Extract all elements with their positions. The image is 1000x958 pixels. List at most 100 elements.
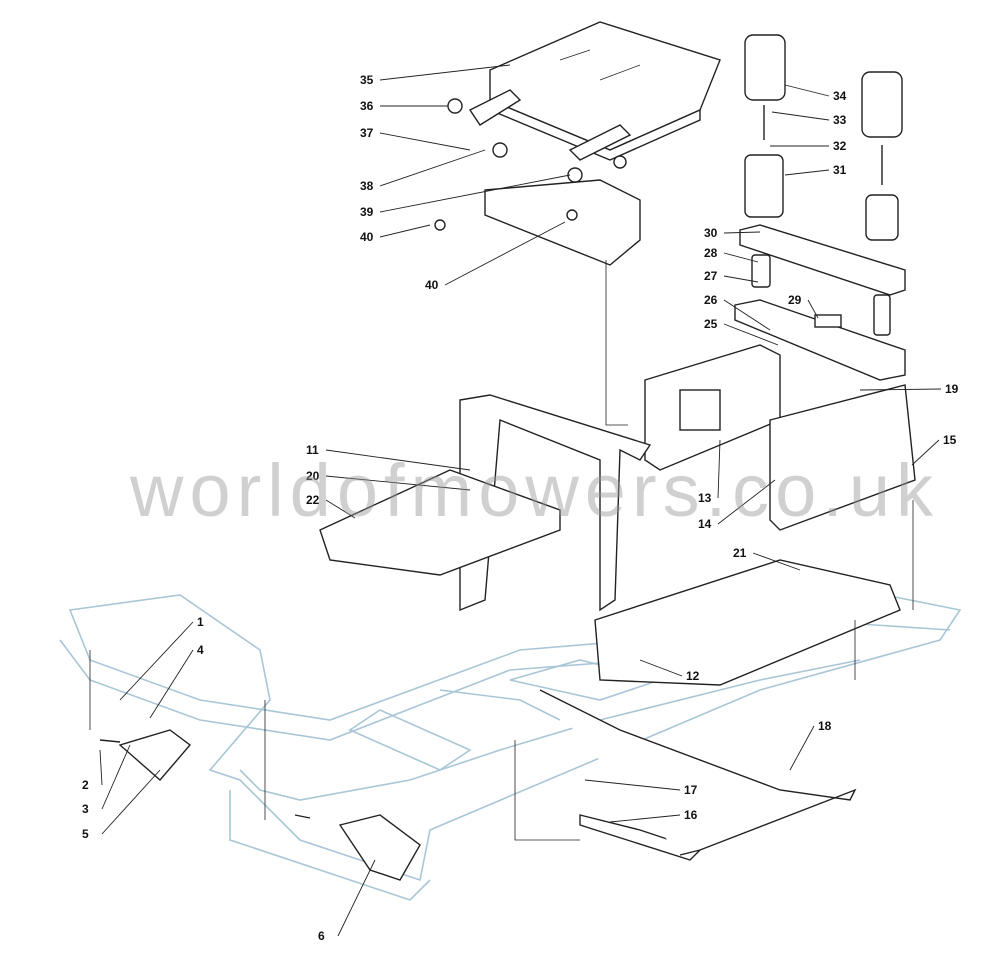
callout-14: 14 [698, 479, 776, 531]
callout-number: 5 [82, 827, 89, 841]
seat-plate [468, 21, 721, 161]
callout-number: 3 [82, 802, 89, 816]
callout-4: 4 [149, 643, 204, 719]
leader-line [789, 725, 815, 771]
callout-number: 34 [833, 89, 847, 103]
lower-brackets [99, 689, 857, 881]
callout-number: 39 [360, 205, 374, 219]
leader-line [101, 769, 161, 835]
callout-18: 18 [789, 719, 832, 771]
callout-number: 12 [686, 669, 700, 683]
callout-2: 2 [82, 749, 103, 792]
callout-number: 17 [684, 783, 698, 797]
callout-27: 27 [704, 269, 759, 283]
leader-line [609, 814, 681, 823]
callout-16: 16 [609, 808, 698, 823]
callout-31: 31 [784, 163, 847, 177]
callout-number: 35 [360, 73, 374, 87]
leader-line [379, 149, 486, 187]
callout-37: 37 [360, 126, 471, 151]
leader-line [101, 744, 131, 810]
seat-support-panels [644, 344, 916, 531]
callout-number: 31 [833, 163, 847, 177]
leader-line [119, 621, 194, 701]
leader-line [807, 299, 819, 319]
callout-number: 22 [306, 493, 320, 507]
callout-38: 38 [360, 149, 486, 193]
leader-line [99, 749, 103, 786]
leader-line [771, 111, 830, 121]
callout-6: 6 [318, 859, 376, 943]
leader-line [717, 479, 776, 525]
callout-number: 19 [945, 382, 959, 396]
leader-line [911, 439, 940, 466]
spring-brackets [734, 224, 906, 381]
callout-39: 39 [360, 174, 571, 219]
callout-29: 29 [788, 293, 819, 319]
leader-line [379, 132, 471, 151]
callout-number: 16 [684, 808, 698, 822]
leader-line [752, 552, 801, 571]
leader-line [325, 449, 471, 471]
callout-number: 33 [833, 113, 847, 127]
leader-line [859, 388, 942, 391]
leader-line [723, 275, 759, 283]
callout-40: 40 [425, 221, 566, 292]
callout-26: 26 [704, 293, 771, 331]
callout-number: 27 [704, 269, 718, 283]
callout-number: 20 [306, 469, 320, 483]
leader-line [379, 64, 511, 81]
leader-line [723, 299, 771, 331]
callout-labels: 3536373839404034333231302827292625191511… [82, 64, 959, 943]
suspension-springs [744, 34, 903, 336]
leader-line [717, 439, 721, 499]
leader-line [723, 252, 759, 263]
leader-line [723, 323, 779, 346]
callout-number: 38 [360, 179, 374, 193]
callout-11: 11 [306, 443, 471, 471]
callout-28: 28 [704, 246, 759, 263]
callout-33: 33 [771, 111, 847, 127]
leader-line [784, 84, 830, 97]
callout-number: 21 [733, 546, 747, 560]
leader-line [325, 499, 356, 519]
callout-number: 13 [698, 491, 712, 505]
callout-21: 21 [733, 546, 801, 571]
callout-number: 11 [306, 443, 319, 457]
callout-number: 26 [704, 293, 718, 307]
callout-34: 34 [784, 84, 847, 103]
leader-line [337, 859, 376, 937]
leader-line [723, 231, 761, 234]
callout-20: 20 [306, 469, 471, 491]
leader-line [379, 224, 431, 238]
assembly-guide-lines [89, 260, 914, 841]
callout-number: 18 [818, 719, 832, 733]
leader-line [149, 649, 194, 719]
callout-40: 40 [360, 224, 431, 244]
callout-number: 28 [704, 246, 718, 260]
leader-line [784, 169, 830, 176]
leader-line [325, 475, 471, 491]
footboard-left [319, 469, 561, 576]
callout-number: 15 [943, 433, 957, 447]
leader-line [639, 659, 683, 677]
callout-number: 30 [704, 226, 718, 240]
callout-number: 37 [360, 126, 374, 140]
leader-line [444, 221, 566, 286]
callout-17: 17 [584, 779, 698, 797]
callout-number: 25 [704, 317, 718, 331]
callout-35: 35 [360, 64, 511, 87]
callout-number: 29 [788, 293, 802, 307]
callout-number: 36 [360, 99, 374, 113]
rops-frame [459, 394, 652, 612]
leader-line [379, 174, 571, 213]
callout-32: 32 [770, 139, 847, 153]
callout-1: 1 [119, 615, 204, 701]
callout-3: 3 [82, 744, 131, 816]
callout-number: 32 [833, 139, 847, 153]
callout-number: 40 [425, 278, 439, 292]
callout-5: 5 [82, 769, 161, 841]
callout-25: 25 [704, 317, 779, 346]
footboard-right [594, 559, 901, 686]
